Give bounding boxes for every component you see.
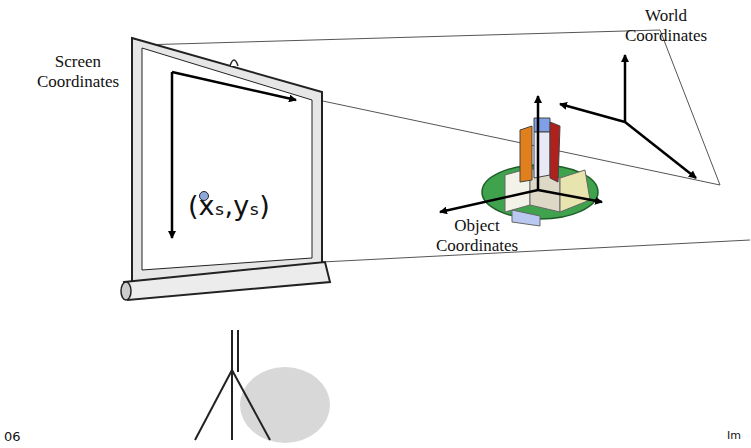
page-number: 06 xyxy=(4,428,34,445)
object-model xyxy=(482,118,598,226)
world-axes xyxy=(560,55,696,178)
point-label: (xₛ,yₛ) xyxy=(188,190,308,221)
projection-screen xyxy=(121,38,330,300)
object-axes xyxy=(440,96,602,212)
object-label: Object Coordinates xyxy=(422,216,532,256)
screen-label: Screen Coordinates xyxy=(28,52,128,92)
tripod xyxy=(195,330,330,443)
world-label: World Coordinates xyxy=(612,6,720,46)
image-credit: Im xyxy=(727,428,749,443)
